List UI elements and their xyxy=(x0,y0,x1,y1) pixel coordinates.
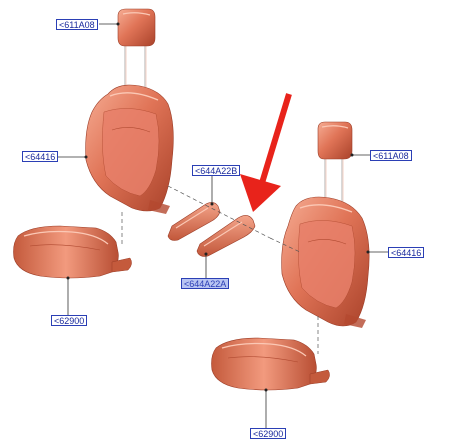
left-backrest xyxy=(85,84,174,214)
callout-headrest-right[interactable]: <611A08 xyxy=(370,150,412,161)
left-seat-cushion xyxy=(13,225,132,279)
armrest-a-part xyxy=(196,215,256,257)
callout-headrest-left[interactable]: <611A08 xyxy=(56,19,98,30)
armrest-b-part xyxy=(167,202,221,241)
right-backrest xyxy=(281,196,370,328)
callout-armrest-b[interactable]: <644A22B xyxy=(192,165,241,176)
leader-lines xyxy=(58,22,388,428)
callout-armrest-a[interactable]: <644A22A xyxy=(181,278,230,289)
left-seat xyxy=(13,8,174,279)
callout-cushion-left[interactable]: <62900 xyxy=(51,315,88,326)
left-headrest-posts xyxy=(124,44,147,92)
callout-backrest-right[interactable]: <64416 xyxy=(388,247,425,258)
left-headrest xyxy=(117,8,156,47)
callout-cushion-right[interactable]: <62900 xyxy=(250,428,287,439)
right-headrest xyxy=(317,121,353,160)
red-pointer-arrow xyxy=(240,93,292,212)
right-seat xyxy=(211,121,370,391)
right-headrest-posts xyxy=(324,156,344,204)
assembly-lines xyxy=(121,185,319,354)
right-seat-cushion xyxy=(211,337,330,391)
callout-backrest-left[interactable]: <64416 xyxy=(22,151,59,162)
